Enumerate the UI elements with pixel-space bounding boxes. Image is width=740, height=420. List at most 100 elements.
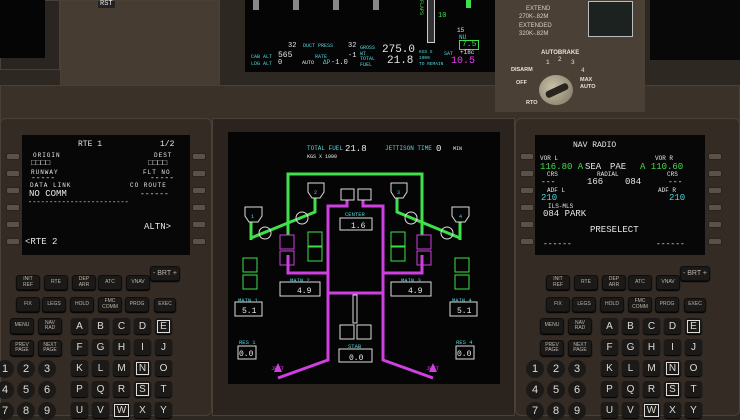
key-a[interactable]: A: [601, 318, 618, 334]
line-select-key-right-5[interactable]: [708, 221, 722, 228]
brightness-control[interactable]: - BRT +: [680, 266, 710, 281]
key-u[interactable]: U: [71, 402, 88, 418]
key-6[interactable]: 6: [568, 381, 586, 399]
key-k[interactable]: K: [601, 360, 618, 376]
preselect-right[interactable]: ------: [656, 240, 685, 249]
key-exec[interactable]: EXEC: [154, 298, 176, 312]
key-7[interactable]: 7: [0, 402, 14, 420]
key-vnav[interactable]: VNAV: [656, 275, 680, 290]
key-atc[interactable]: ATC: [98, 275, 122, 290]
key-o[interactable]: O: [155, 360, 172, 376]
key-9[interactable]: 9: [568, 402, 586, 420]
key-r[interactable]: R: [643, 381, 660, 397]
key-l[interactable]: L: [92, 360, 109, 376]
rte2-link[interactable]: <RTE 2: [25, 237, 58, 247]
key-a[interactable]: A: [71, 318, 88, 334]
key-c[interactable]: C: [113, 318, 130, 334]
key-l[interactable]: L: [622, 360, 639, 376]
key-2[interactable]: 2: [17, 360, 35, 378]
key-y[interactable]: Y: [155, 402, 172, 418]
key-1[interactable]: 1: [526, 360, 544, 378]
line-select-key-right-5[interactable]: [192, 221, 206, 228]
preselect-left[interactable]: ------: [543, 240, 572, 249]
line-select-key-left-2[interactable]: [520, 170, 534, 177]
origin-field[interactable]: □□□□: [31, 159, 51, 168]
line-select-key-right-3[interactable]: [192, 187, 206, 194]
line-select-key-left-3[interactable]: [6, 187, 20, 194]
adf-r-freq[interactable]: 210: [669, 193, 686, 203]
key-fmc-comm[interactable]: FMC COMM: [628, 297, 652, 312]
key-q[interactable]: Q: [622, 381, 639, 397]
autobrake-selector-knob[interactable]: [539, 75, 573, 105]
line-select-key-right-6[interactable]: [192, 238, 206, 245]
key-8[interactable]: 8: [17, 402, 35, 420]
key-j[interactable]: J: [155, 339, 172, 355]
key-h[interactable]: H: [113, 339, 130, 355]
line-select-key-left-6[interactable]: [6, 238, 20, 245]
key-1[interactable]: 1: [0, 360, 14, 378]
key-prev-page[interactable]: PREV PAGE: [540, 340, 564, 356]
key-e[interactable]: E: [155, 318, 172, 334]
key-7[interactable]: 7: [526, 402, 544, 420]
key-nav-rad[interactable]: NAV RAD: [38, 318, 62, 334]
key-i[interactable]: I: [664, 339, 681, 355]
key-9[interactable]: 9: [38, 402, 56, 420]
key-prog[interactable]: PROG: [655, 297, 679, 312]
co-route-field[interactable]: ------: [140, 190, 169, 199]
key-3[interactable]: 3: [568, 360, 586, 378]
key-2[interactable]: 2: [547, 360, 565, 378]
line-select-key-left-2[interactable]: [6, 170, 20, 177]
key-prev-page[interactable]: PREV PAGE: [10, 340, 34, 356]
key-8[interactable]: 8: [547, 402, 565, 420]
line-select-key-left-4[interactable]: [520, 204, 534, 211]
key-q[interactable]: Q: [92, 381, 109, 397]
flt-no-field[interactable]: -----: [150, 174, 175, 183]
key-legs[interactable]: LEGS: [42, 297, 66, 312]
crs-l-field[interactable]: ---: [541, 178, 556, 187]
key-menu[interactable]: MENU: [540, 318, 564, 334]
key-prog[interactable]: PROG: [125, 297, 149, 312]
key-s[interactable]: S: [664, 381, 681, 397]
key-hold[interactable]: HOLD: [70, 297, 94, 312]
key-u[interactable]: U: [601, 402, 618, 418]
key-5[interactable]: 5: [547, 381, 565, 399]
dest-field[interactable]: □□□□: [148, 159, 168, 168]
key-4[interactable]: 4: [0, 381, 14, 399]
runway-field[interactable]: -----: [31, 174, 56, 183]
line-select-key-right-2[interactable]: [708, 170, 722, 177]
key-init-ref[interactable]: INIT REF: [546, 275, 570, 290]
key-exec[interactable]: EXEC: [684, 298, 706, 312]
key-b[interactable]: B: [92, 318, 109, 334]
crs-r-field[interactable]: ---: [668, 178, 683, 187]
adf-l-freq[interactable]: 210: [541, 193, 558, 203]
key-b[interactable]: B: [622, 318, 639, 334]
key-t[interactable]: T: [155, 381, 172, 397]
key-g[interactable]: G: [622, 339, 639, 355]
line-select-key-left-3[interactable]: [520, 187, 534, 194]
line-select-key-right-4[interactable]: [192, 204, 206, 211]
key-p[interactable]: P: [601, 381, 618, 397]
line-select-key-left-1[interactable]: [6, 153, 20, 160]
altn-link[interactable]: ALTN>: [144, 222, 172, 232]
line-select-key-left-4[interactable]: [6, 204, 20, 211]
key-p[interactable]: P: [71, 381, 88, 397]
line-select-key-right-6[interactable]: [708, 238, 722, 245]
key-d[interactable]: D: [134, 318, 151, 334]
line-select-key-left-5[interactable]: [6, 221, 20, 228]
key-dep-arr[interactable]: DEP ARR: [602, 275, 626, 290]
key-rte[interactable]: RTE: [44, 275, 68, 290]
key-o[interactable]: O: [685, 360, 702, 376]
key-j[interactable]: J: [685, 339, 702, 355]
line-select-key-right-3[interactable]: [708, 187, 722, 194]
key-init-ref[interactable]: INIT REF: [16, 275, 40, 290]
ils-field[interactable]: 084 PARK: [543, 209, 587, 219]
line-select-key-right-1[interactable]: [708, 153, 722, 160]
key-next-page[interactable]: NEXT PAGE: [568, 340, 592, 356]
key-nav-rad[interactable]: NAV RAD: [568, 318, 592, 334]
line-select-key-right-2[interactable]: [192, 170, 206, 177]
key-fix[interactable]: FIX: [16, 297, 40, 312]
line-select-key-left-5[interactable]: [520, 221, 534, 228]
key-m[interactable]: M: [643, 360, 660, 376]
key-rte[interactable]: RTE: [574, 275, 598, 290]
vor-l-freq[interactable]: 116.80 A: [540, 162, 584, 172]
